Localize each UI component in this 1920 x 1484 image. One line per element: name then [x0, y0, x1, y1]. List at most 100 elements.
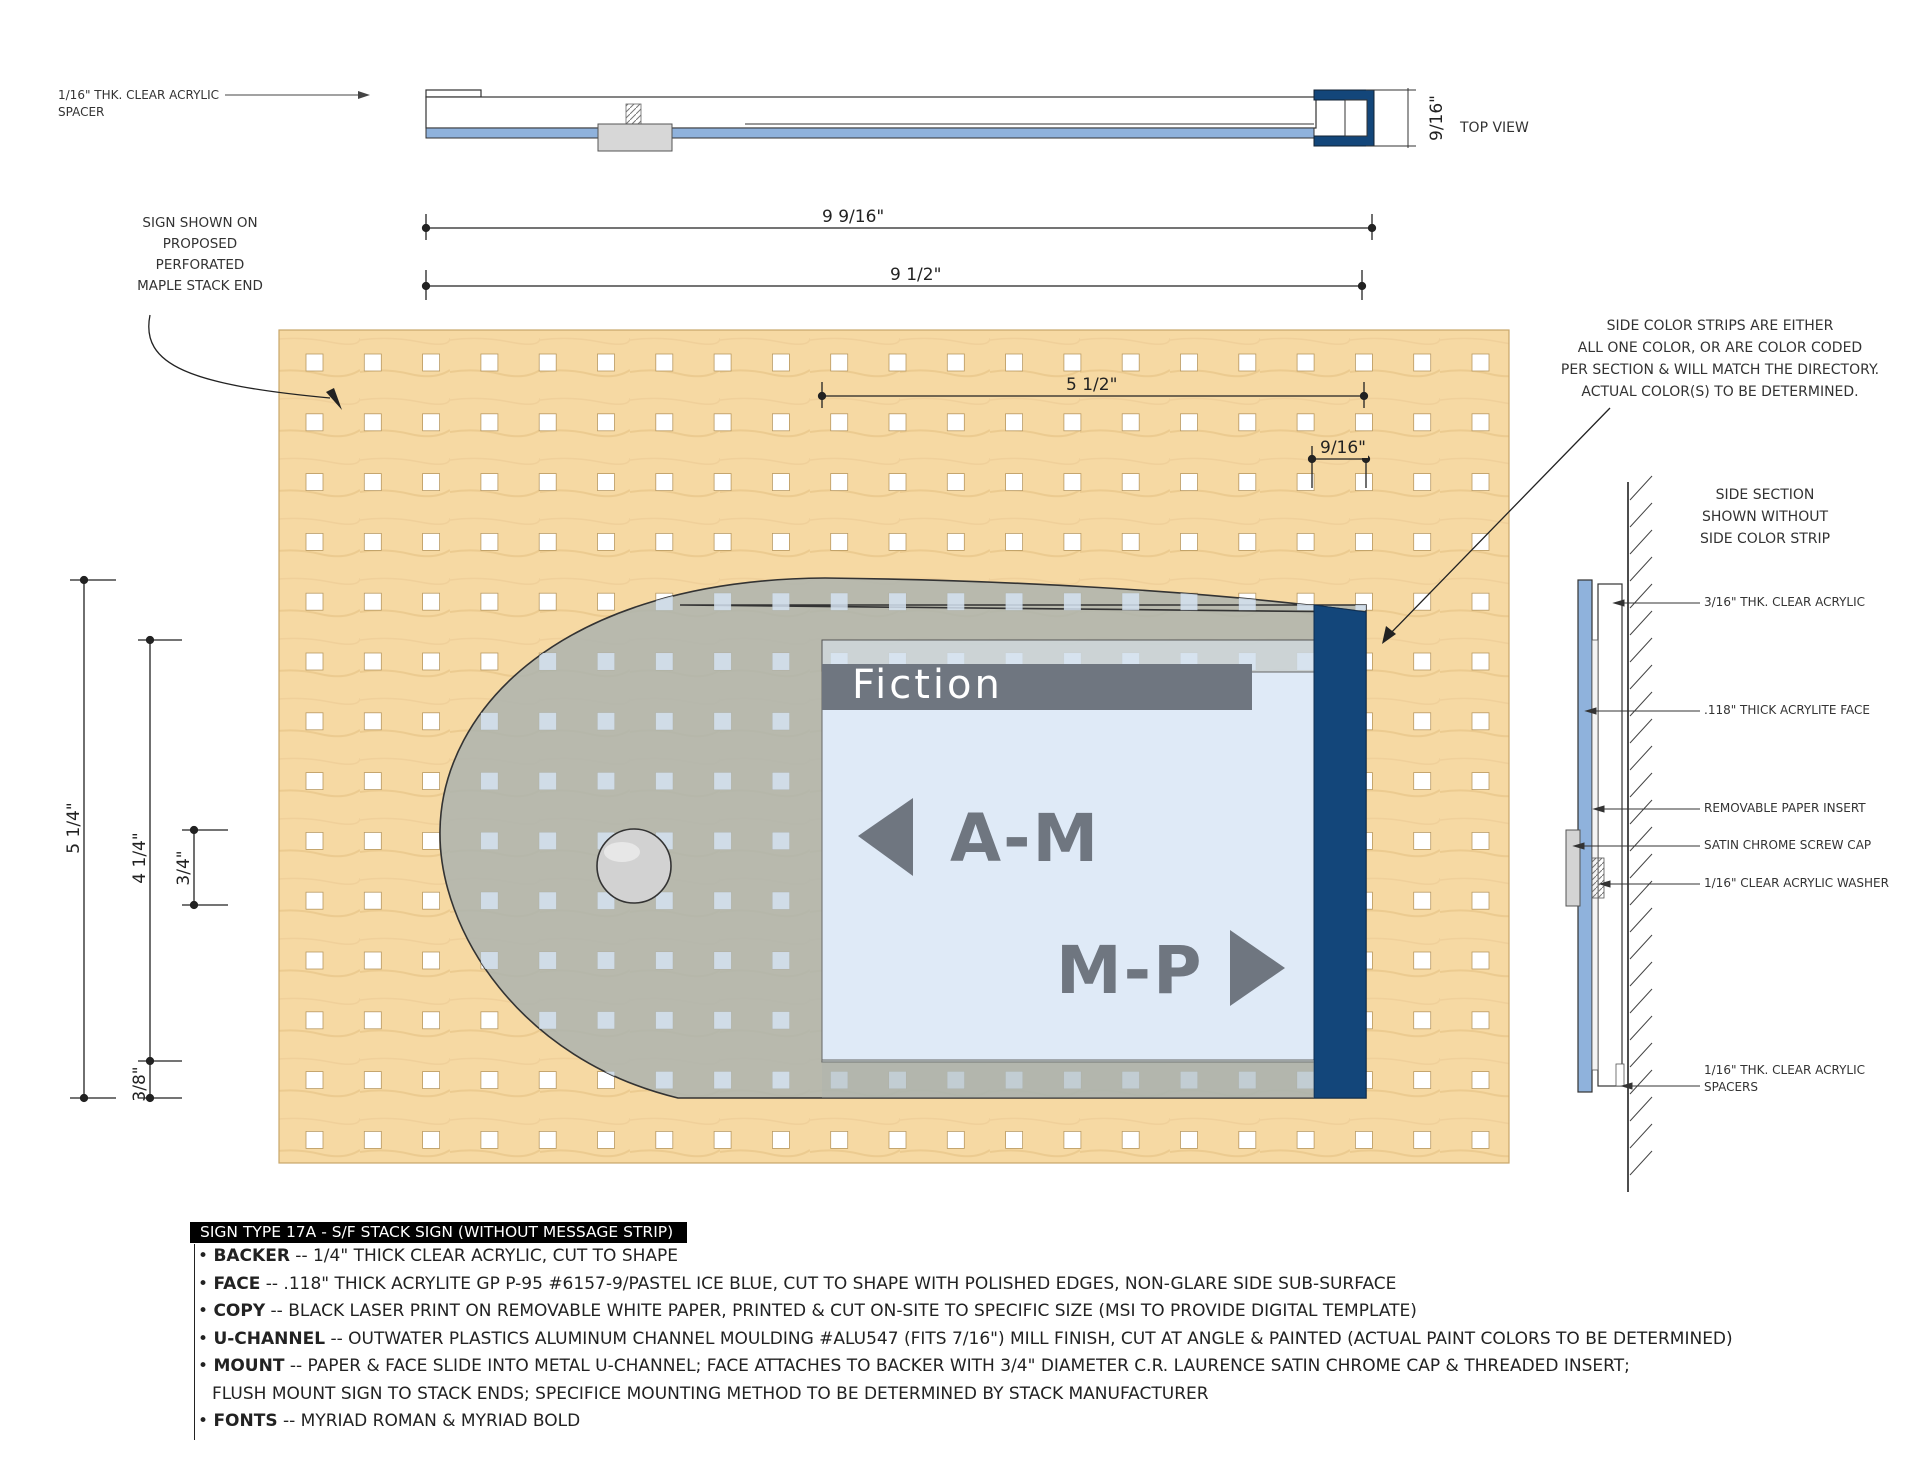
- perforation-hole: [1413, 533, 1432, 551]
- wall-hatch-line: [1629, 583, 1653, 609]
- wall-hatch-line: [1629, 853, 1653, 879]
- wall-hatch-line: [1629, 1150, 1653, 1176]
- perforation-hole: [538, 1071, 557, 1089]
- perforation-hole: [363, 353, 382, 372]
- right-arrow: [1230, 930, 1285, 1006]
- perforation-hole: [305, 1131, 324, 1149]
- perforation-hole-through: [947, 593, 965, 611]
- spec-block: SIGN TYPE 17a - S/F STACK SIGN (WITHOUT …: [190, 1222, 1878, 1436]
- perforation-hole-through: [1180, 593, 1198, 611]
- perforation-hole-through: [1180, 1071, 1198, 1089]
- perforation-hole: [946, 353, 965, 372]
- perforation-hole: [1471, 712, 1490, 731]
- top-view: [225, 88, 1416, 152]
- perforation-hole: [888, 353, 907, 372]
- perforation-hole-through: [889, 593, 906, 611]
- wall-hatch-line: [1629, 880, 1653, 906]
- perforation-hole: [1005, 533, 1023, 551]
- perforation-hole-through: [714, 653, 732, 670]
- wall-hatch-line: [1629, 772, 1653, 798]
- perforation-hole-through: [597, 952, 615, 969]
- perforation-hole: [480, 473, 499, 492]
- perforation-hole-through: [714, 952, 732, 969]
- perforation-hole: [1413, 353, 1432, 372]
- perforation-hole-through: [889, 1071, 906, 1089]
- perforation-hole: [305, 712, 324, 731]
- callout-acrylite-face: .118" THICK ACRYLITE FACE: [1704, 703, 1870, 717]
- strip-note-line: ACTUAL COLOR(S) TO BE DETERMINED.: [1581, 384, 1859, 400]
- perforation-hole: [1471, 652, 1490, 671]
- perforation-hole: [655, 353, 674, 372]
- perforation-hole: [305, 1011, 324, 1030]
- perforation-hole: [1471, 951, 1490, 970]
- perforation-hole: [305, 652, 324, 671]
- perforation-hole: [1413, 413, 1432, 432]
- wall-hatch-line: [1629, 745, 1653, 771]
- perforation-hole: [422, 353, 441, 372]
- perforation-hole: [305, 951, 324, 970]
- perforation-hole-through: [1063, 1071, 1081, 1089]
- wall-hatch-line: [1629, 1123, 1653, 1149]
- perforation-hole: [422, 533, 441, 551]
- perforation-hole: [1121, 533, 1140, 551]
- perforation-hole: [888, 533, 907, 551]
- spec-term: FONTS: [213, 1411, 278, 1431]
- perforation-hole: [1296, 353, 1315, 372]
- perforation-hole-through: [480, 832, 498, 850]
- perforation-hole-through: [539, 653, 557, 670]
- strip-note-line: SIDE COLOR STRIPS ARE EITHER: [1606, 318, 1834, 334]
- perforation-hole-through: [772, 593, 790, 611]
- perforation-hole: [363, 413, 382, 432]
- perforation-hole-through: [714, 892, 732, 910]
- perforation-hole-through: [655, 653, 673, 670]
- perforation-hole-through: [1063, 593, 1081, 611]
- spec-text: -- .118" THICK ACRYLITE GP P-95 #6157-9/…: [260, 1273, 1397, 1294]
- spec-item-mount: • MOUNT -- PAPER & FACE SLIDE INTO METAL…: [198, 1356, 1630, 1376]
- side-note-line: SIDE COLOR STRIP: [1699, 531, 1831, 547]
- total-height-label: 5 1/4": [64, 802, 84, 854]
- perforation-hole-through: [480, 892, 498, 910]
- cap-size-label: 3/4": [174, 850, 194, 886]
- perforation-hole-through: [714, 1011, 732, 1029]
- perforation-hole: [713, 473, 732, 492]
- perforation-hole: [363, 533, 382, 551]
- perforation-hole: [1413, 712, 1432, 731]
- perforation-hole: [305, 1071, 324, 1089]
- perforation-hole: [830, 413, 849, 432]
- wall-hatch-line: [1629, 664, 1653, 690]
- perforation-hole: [1180, 1131, 1198, 1149]
- perforation-hole-through: [1122, 1071, 1140, 1089]
- perforation-hole: [538, 413, 557, 432]
- wall-hatch-line: [1629, 1096, 1653, 1122]
- perforation-hole-through: [597, 772, 615, 790]
- perforation-hole: [597, 592, 615, 611]
- perforation-hole: [422, 951, 441, 970]
- wall-hatch-line: [1629, 637, 1653, 663]
- perforation-hole: [946, 413, 965, 432]
- side-section-leaders: [1572, 599, 1700, 1090]
- perforation-hole: [1005, 1131, 1023, 1149]
- perforation-hole-through: [1005, 1071, 1023, 1089]
- wall-hatch-line: [1629, 826, 1653, 852]
- perforation-hole: [713, 353, 732, 372]
- perforation-hole: [422, 832, 441, 850]
- backer-note-line: MAPLE STACK END: [137, 278, 263, 294]
- perforation-hole: [1005, 413, 1023, 432]
- perforation-hole: [363, 951, 382, 970]
- perforation-hole: [1413, 1131, 1432, 1149]
- perforation-hole: [1063, 473, 1082, 492]
- backer-note-line: PROPOSED: [162, 236, 238, 252]
- perforation-hole-through: [655, 712, 673, 730]
- perforation-hole: [946, 1131, 965, 1149]
- perforation-hole-through: [539, 772, 557, 790]
- perforation-hole-through: [655, 1071, 673, 1089]
- perforation-hole: [1355, 1131, 1373, 1149]
- perforation-hole: [1063, 413, 1082, 432]
- perforation-hole: [1413, 473, 1432, 492]
- strip-note-line: ALL ONE COLOR, OR ARE COLOR CODED: [1577, 340, 1863, 356]
- perforation-hole: [1063, 1131, 1082, 1149]
- perforation-hole: [480, 353, 499, 372]
- perforation-hole: [305, 353, 324, 372]
- perforation-hole-through: [772, 892, 790, 910]
